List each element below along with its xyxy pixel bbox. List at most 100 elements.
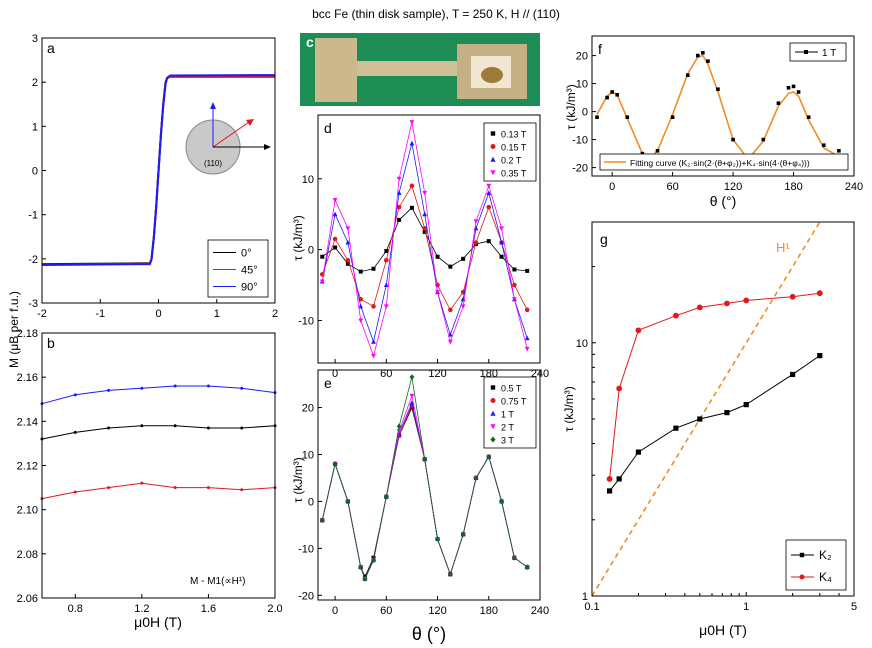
data-point xyxy=(358,269,363,274)
x-tick-label: 1 xyxy=(214,308,220,320)
data-point xyxy=(473,475,479,481)
data-point xyxy=(821,143,826,147)
x-axis-label: μ0H (T) xyxy=(134,614,182,630)
data-point xyxy=(490,156,496,162)
data-point xyxy=(486,190,492,195)
data-point xyxy=(206,486,210,490)
y-tick-label: 0 xyxy=(308,496,314,508)
x-tick-label: 0 xyxy=(155,308,161,320)
data-point xyxy=(673,425,679,431)
legend-label: 45° xyxy=(241,265,258,277)
panel-label-b: b xyxy=(47,335,55,351)
fit-legend-label: Fitting curve (K₂·sin(2·(θ+φ₂))+K₄·sin(4… xyxy=(630,158,810,168)
data-point xyxy=(409,183,415,189)
legend-label: 1 T xyxy=(822,48,836,59)
arrowhead-icon xyxy=(264,144,271,150)
y-tick-label: -20 xyxy=(298,590,314,602)
data-point xyxy=(724,410,730,416)
data-point xyxy=(140,424,144,428)
data-point xyxy=(422,190,428,196)
data-point xyxy=(512,282,517,288)
data-point xyxy=(409,405,414,410)
series-line xyxy=(41,482,276,500)
data-point xyxy=(447,571,453,577)
y-tick-label: 1 xyxy=(582,591,588,603)
series-line xyxy=(609,355,821,492)
y-tick-label: -10 xyxy=(298,315,314,327)
y-tick-label: 2.16 xyxy=(17,372,38,384)
data-point xyxy=(448,307,453,313)
arrowhead-icon xyxy=(210,102,216,109)
data-point xyxy=(358,564,364,570)
x-tick-label: 60 xyxy=(380,368,392,380)
data-point xyxy=(511,297,517,302)
x-tick-label: -2 xyxy=(37,308,47,320)
data-point xyxy=(490,424,496,430)
data-point xyxy=(384,249,389,254)
data-point xyxy=(422,226,428,231)
legend-label: 0° xyxy=(241,248,252,260)
x-axis-label: μ0H (T) xyxy=(699,622,747,638)
data-point xyxy=(447,332,453,337)
data-point xyxy=(107,388,111,392)
data-point xyxy=(799,574,805,580)
fit-legend-box xyxy=(599,153,849,171)
legend-label: 0.13 T xyxy=(501,130,527,140)
data-point xyxy=(615,93,619,97)
data-point xyxy=(383,282,389,288)
data-point xyxy=(816,290,823,297)
plot-frame xyxy=(591,35,855,177)
data-point xyxy=(791,84,796,89)
legend-label: 90° xyxy=(241,282,258,294)
data-point xyxy=(606,476,613,482)
data-point xyxy=(524,346,530,352)
legend-label: 0.75 T xyxy=(501,397,527,407)
legend-label: 0.15 T xyxy=(501,143,527,153)
data-point xyxy=(240,386,244,390)
panel-label-a: a xyxy=(47,40,55,56)
data-point xyxy=(655,149,660,153)
x-tick-label: 1 xyxy=(743,601,749,613)
y-tick-label: -2 xyxy=(28,254,38,266)
fit-curve xyxy=(596,54,840,162)
y-tick-label: 20 xyxy=(302,403,314,415)
series-line xyxy=(321,376,528,580)
y-axis-label: M (μB per f.u.) xyxy=(7,291,21,368)
data-point xyxy=(73,393,77,397)
y-tick-label: 10 xyxy=(302,174,314,186)
plot-frame xyxy=(591,221,855,597)
data-point xyxy=(345,257,351,263)
x-tick-label: 2.0 xyxy=(267,603,282,615)
legend-box xyxy=(785,539,847,591)
data-point xyxy=(490,144,496,149)
x-tick-label: 5 xyxy=(851,601,857,613)
data-point xyxy=(499,498,504,505)
x-tick-label: 0 xyxy=(332,368,338,380)
series-line xyxy=(609,292,820,479)
data-point xyxy=(804,50,808,54)
data-point xyxy=(790,371,796,378)
data-point xyxy=(635,449,642,455)
data-point xyxy=(173,486,177,490)
data-point xyxy=(332,461,338,467)
data-point xyxy=(512,267,517,272)
data-point xyxy=(524,564,530,570)
data-point xyxy=(525,268,530,273)
data-point xyxy=(789,293,796,300)
data-point xyxy=(371,353,376,359)
y-axis-label: τ (kJ/m³) xyxy=(291,457,305,502)
data-point xyxy=(435,536,440,542)
y-tick-label: 10 xyxy=(302,449,314,461)
x-axis-label: θ (°) xyxy=(412,624,446,644)
data-point xyxy=(473,240,479,245)
y-tick-label: 10 xyxy=(576,79,588,91)
data-point xyxy=(435,254,440,259)
data-point xyxy=(409,120,415,125)
data-point xyxy=(606,488,613,494)
data-point xyxy=(743,402,749,408)
x-tick-label: 0.1 xyxy=(584,601,599,613)
data-point xyxy=(701,51,705,55)
x-tick-label: 120 xyxy=(428,605,446,617)
